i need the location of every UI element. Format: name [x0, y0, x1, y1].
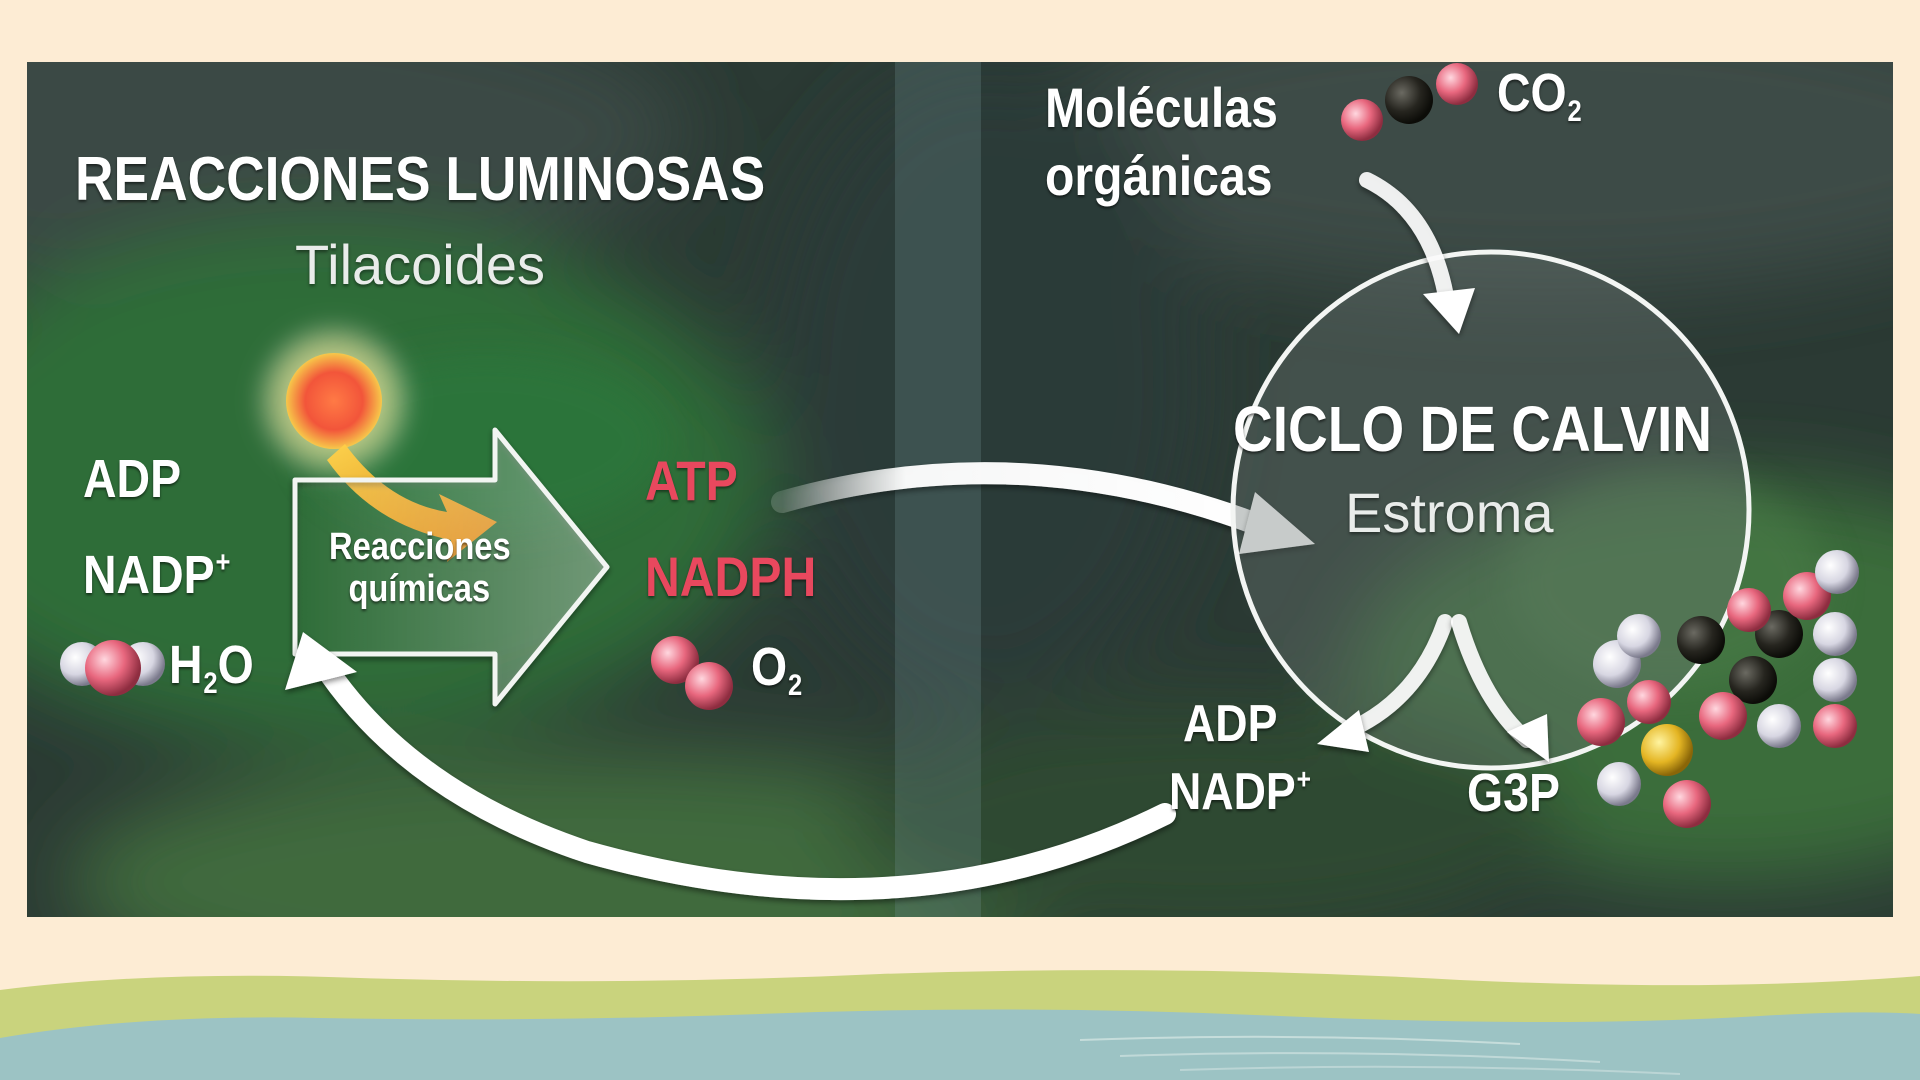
landscape-decoration: [0, 970, 1920, 1080]
organic-molecules-label: Moléculas orgánicas: [1045, 76, 1278, 207]
co2-molecule-icon: [1341, 63, 1478, 141]
output-g3p-label: G3P: [1467, 763, 1560, 823]
water-molecule-icon: [60, 640, 165, 696]
output-atp-label: ATP: [645, 449, 738, 512]
output-oxygen-label: O2: [751, 637, 803, 703]
chemical-reactions-label: Reacciones químicas: [329, 526, 511, 610]
calvin-cycle-title: CICLO DE CALVIN: [1233, 393, 1713, 465]
light-reactions-subtitle: Tilacoides: [295, 233, 546, 296]
photosynthesis-diagram: REACCIONES LUMINOSAS Tilacoides ADP NADP…: [27, 62, 1893, 917]
input-adp-label: ADP: [83, 449, 182, 509]
output-nadp-label: NADP+: [1169, 763, 1311, 821]
g3p-molecule-icon: [1577, 550, 1859, 828]
input-nadp-label: NADP+: [83, 545, 231, 605]
co2-label: CO2: [1497, 63, 1582, 129]
diagram-artwork: [27, 62, 1893, 917]
light-reactions-title: REACCIONES LUMINOSAS: [75, 145, 766, 214]
input-water-label: H2O: [169, 635, 254, 701]
output-nadph-label: NADPH: [645, 545, 817, 608]
oxygen-molecule-icon: [651, 636, 733, 710]
output-adp-label: ADP: [1183, 695, 1278, 753]
calvin-cycle-subtitle: Estroma: [1345, 481, 1554, 544]
